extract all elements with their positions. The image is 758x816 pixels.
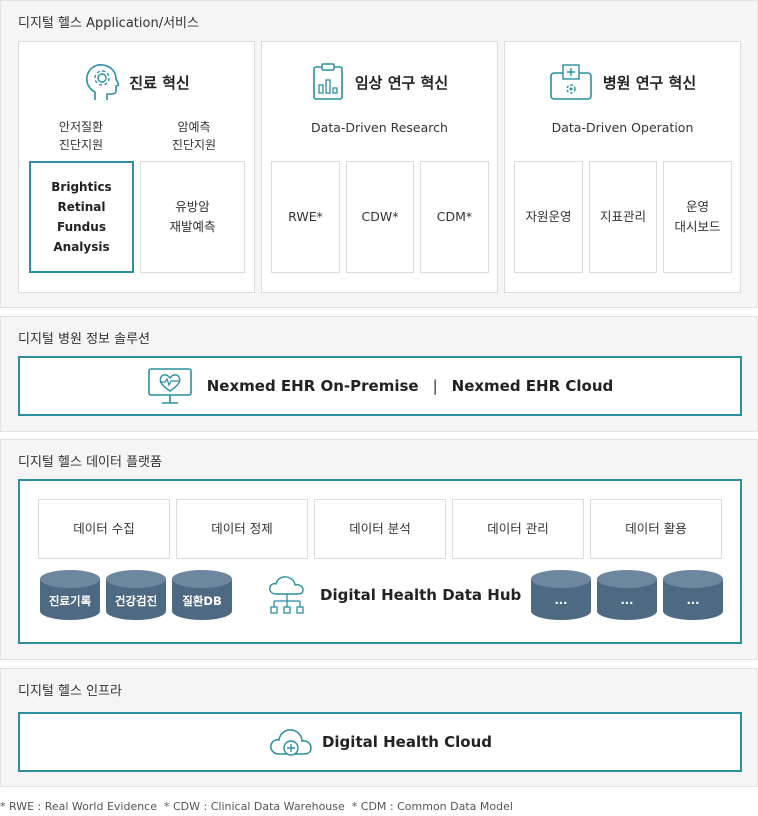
db-disease-label: 질환DB — [182, 594, 222, 608]
db-cylinder: 건강검진 — [105, 569, 167, 621]
cdw-label: CDW* — [361, 209, 399, 224]
platform-frame: 데이터 수집 데이터 정제 데이터 분석 데이터 관리 데이터 활용 진료기록 … — [18, 479, 742, 644]
cloud-plus-icon — [268, 724, 314, 760]
cdm-box: CDM* — [420, 161, 489, 273]
cloud-network-icon — [266, 574, 310, 616]
infra-section-title: 디지털 헬스 인프라 — [18, 684, 122, 699]
his-frame: Nexmed EHR On-Premise | Nexmed EHR Cloud — [18, 356, 742, 416]
breast-cancer-label: 유방암 재발예측 — [169, 199, 216, 234]
ops-dashboard-box: 운영 대시보드 — [663, 161, 732, 273]
cdw-box: CDW* — [346, 161, 414, 273]
rwe-label: RWE* — [288, 209, 323, 224]
step-collect-box: 데이터 수집 — [38, 499, 170, 559]
kpi-mgmt-label: 지표관리 — [599, 209, 646, 224]
brightics-box: Brightics Retinal Fundus Analysis — [29, 161, 134, 273]
his-label: Nexmed EHR On-Premise | Nexmed EHR Cloud — [207, 377, 614, 395]
step-analyze-label: 데이터 분석 — [349, 521, 411, 536]
step-manage-box: 데이터 관리 — [452, 499, 584, 559]
db-more-label: ... — [620, 593, 634, 607]
ehr-cloud-label: Nexmed EHR Cloud — [451, 377, 614, 395]
clipboard-chart-icon — [311, 63, 345, 101]
db-cylinder: 질환DB — [171, 569, 233, 621]
head-gear-icon — [83, 62, 120, 102]
hospital-innovation-card: 병원 연구 혁신 Data-Driven Operation 자원운영 지표관리… — [504, 41, 741, 293]
db-more-label: ... — [686, 593, 700, 607]
infra-section: 디지털 헬스 인프라 Digital Health Cloud — [0, 668, 758, 787]
research-subtitle: Data-Driven Research — [311, 120, 448, 135]
rwe-box: RWE* — [271, 161, 340, 273]
data-hub: Digital Health Data Hub — [266, 573, 521, 617]
step-analyze-box: 데이터 분석 — [314, 499, 446, 559]
his-section: 디지털 병원 정보 솔루션 Nexmed EHR On-Premise|Nexm… — [0, 316, 758, 432]
ops-dashboard-label: 운영 대시보드 — [674, 199, 721, 234]
apps-section: 디지털 헬스 Application/서비스 진료 혁신 안저질환 진단지원 암… — [0, 0, 758, 308]
his-section-title: 디지털 병원 정보 솔루션 — [18, 332, 150, 347]
kpi-mgmt-box: 지표관리 — [589, 161, 657, 273]
research-title: 임상 연구 혁신 — [354, 73, 449, 92]
brightics-label: Brightics Retinal Fundus Analysis — [51, 180, 112, 254]
footnote: * RWE : Real World Evidence * CDW : Clin… — [0, 800, 513, 813]
infra-frame: Digital Health Cloud — [18, 712, 742, 772]
db-cylinder: ... — [596, 569, 658, 621]
clinical-col1-label: 안저질환 진단지원 — [58, 120, 104, 152]
clinical-col2-label: 암예측 진단지원 — [171, 120, 217, 152]
resource-ops-label: 자원운영 — [525, 209, 572, 224]
clinical-title: 진료 혁신 — [129, 73, 190, 92]
platform-section-title: 디지털 헬스 데이터 플랫폼 — [18, 455, 162, 470]
db-medical-records-label: 진료기록 — [48, 594, 92, 608]
step-utilize-label: 데이터 활용 — [625, 521, 687, 536]
medical-case-icon — [549, 63, 593, 101]
infra-label: Digital Health Cloud — [321, 733, 493, 751]
breast-cancer-box: 유방암 재발예측 — [140, 161, 245, 273]
hospital-title: 병원 연구 혁신 — [602, 73, 697, 92]
cdm-label: CDM* — [436, 209, 473, 224]
step-cleanse-box: 데이터 정제 — [176, 499, 308, 559]
platform-section: 디지털 헬스 데이터 플랫폼 데이터 수집 데이터 정제 데이터 분석 데이터 … — [0, 439, 758, 660]
step-collect-label: 데이터 수집 — [73, 521, 135, 536]
step-manage-label: 데이터 관리 — [487, 521, 549, 536]
research-innovation-card: 임상 연구 혁신 Data-Driven Research RWE* CDW* … — [261, 41, 498, 293]
db-cylinder: ... — [662, 569, 724, 621]
resource-ops-box: 자원운영 — [514, 161, 583, 273]
ehr-on-premise-label: Nexmed EHR On-Premise — [206, 377, 419, 395]
step-cleanse-label: 데이터 정제 — [211, 521, 273, 536]
db-more-label: ... — [554, 593, 568, 607]
hospital-subtitle: Data-Driven Operation — [551, 120, 694, 135]
clinical-innovation-card: 진료 혁신 안저질환 진단지원 암예측 진단지원 Brightics Retin… — [18, 41, 255, 293]
apps-section-title: 디지털 헬스 Application/서비스 — [18, 16, 199, 31]
db-cylinder: 진료기록 — [39, 569, 101, 621]
db-cylinder: ... — [530, 569, 592, 621]
heart-monitor-icon — [147, 367, 193, 405]
his-separator: | — [432, 377, 438, 395]
step-utilize-box: 데이터 활용 — [590, 499, 722, 559]
data-hub-label: Digital Health Data Hub — [320, 586, 522, 604]
db-health-checkup-label: 건강검진 — [114, 594, 158, 608]
